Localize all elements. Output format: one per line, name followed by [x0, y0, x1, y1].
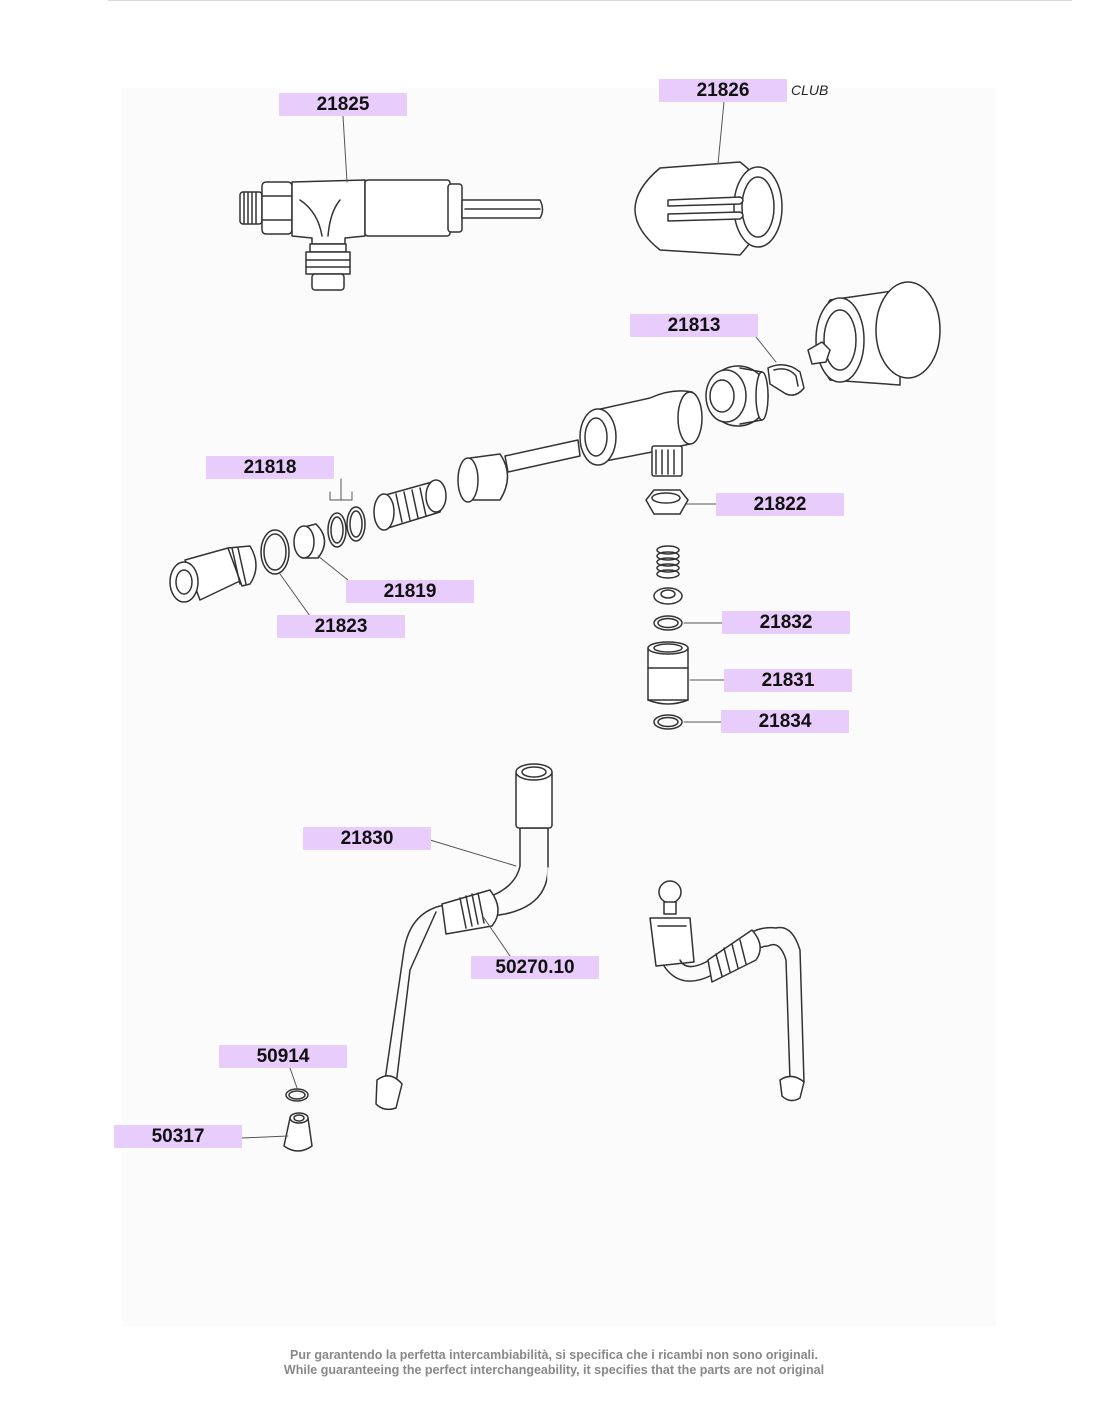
- nozzle-tip-50317: [283, 1112, 313, 1152]
- part-label-21822: 21822: [716, 493, 844, 516]
- valve-body-21825: [239, 179, 544, 291]
- top-rule: [108, 0, 1072, 1]
- fitting-21831: [647, 641, 689, 705]
- drawing-sheet: [122, 88, 996, 1326]
- spring: [656, 545, 680, 579]
- part-label-50317: 50317: [114, 1125, 242, 1148]
- knob-21826: [634, 161, 783, 256]
- steam-pipe-21830: [375, 763, 553, 1111]
- steam-pipe-right: [649, 880, 805, 1102]
- tee-body: [579, 390, 703, 477]
- seal-disc-21819: [293, 523, 326, 559]
- o-ring-21832: [653, 615, 683, 631]
- disclaimer-italian: Pur garantendo la perfetta intercambiabi…: [290, 1348, 818, 1362]
- valve-seat: [373, 479, 447, 531]
- part-label-21832: 21832: [722, 611, 850, 634]
- part-label-21830: 21830: [303, 827, 431, 850]
- o-ring-21834: [653, 714, 683, 730]
- plunger-rod: [457, 439, 581, 503]
- disclaimer-english: While guaranteeing the perfect interchan…: [283, 1363, 825, 1377]
- part-label-21818: 21818: [206, 456, 334, 479]
- part-label-21813: 21813: [630, 314, 758, 337]
- part-label-21826: 21826: [659, 79, 787, 102]
- o-rings-21818: [327, 506, 366, 548]
- part-label-21825: 21825: [279, 93, 407, 116]
- valve-cap: [807, 281, 941, 386]
- gasket-21823: [260, 529, 290, 575]
- inlet-fitting: [169, 545, 257, 603]
- part-label-21834: 21834: [721, 710, 849, 733]
- leader-lines: [241, 101, 777, 1139]
- spring-clip-21813: [767, 364, 805, 396]
- club-note: CLUB: [791, 82, 829, 98]
- part-label-50270-10: 50270.10: [471, 956, 599, 979]
- part-label-50914: 50914: [219, 1045, 347, 1068]
- part-label-21831: 21831: [724, 669, 852, 692]
- part-label-21819: 21819: [346, 580, 474, 603]
- part-label-21823: 21823: [277, 615, 405, 638]
- washer: [653, 587, 683, 605]
- hex-nut-21822: [645, 489, 689, 515]
- o-ring-50914: [285, 1088, 309, 1102]
- threaded-nut: [705, 365, 769, 427]
